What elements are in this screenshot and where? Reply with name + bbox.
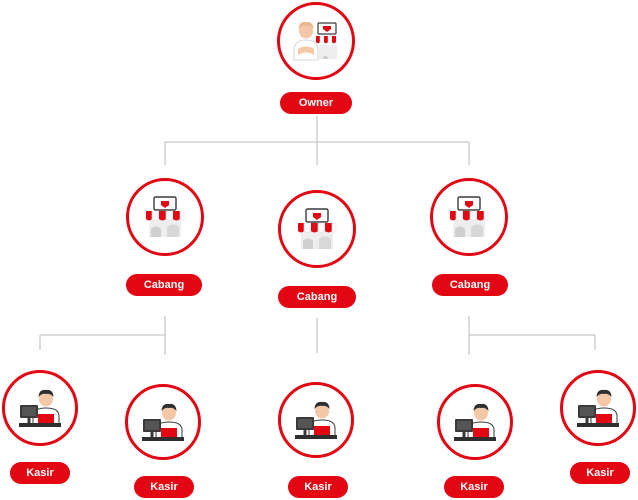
cashier-icon [451,400,499,444]
cashier-label: Kasir [444,476,504,498]
cashier-label: Kasir [10,462,70,484]
branch-label: Cabang [432,274,508,296]
owner-label: Owner [280,92,352,114]
branch-node [430,178,508,256]
cashier-node [560,370,636,446]
store-icon [445,195,493,239]
cashier-icon [16,386,64,430]
cashier-node [278,382,354,458]
branch-label: Cabang [126,274,202,296]
store-icon [141,195,189,239]
branch-node [126,178,204,256]
cashier-icon [292,398,340,442]
branch-node [278,190,356,268]
owner-node [277,2,355,80]
cashier-label: Kasir [570,462,630,484]
cashier-node [2,370,78,446]
cashier-node [437,384,513,460]
cashier-icon [574,386,622,430]
owner-icon [292,19,340,63]
cashier-label: Kasir [134,476,194,498]
cashier-node [125,384,201,460]
cashier-label: Kasir [288,476,348,498]
store-icon [293,207,341,251]
cashier-icon [139,400,187,444]
branch-label: Cabang [278,286,356,308]
